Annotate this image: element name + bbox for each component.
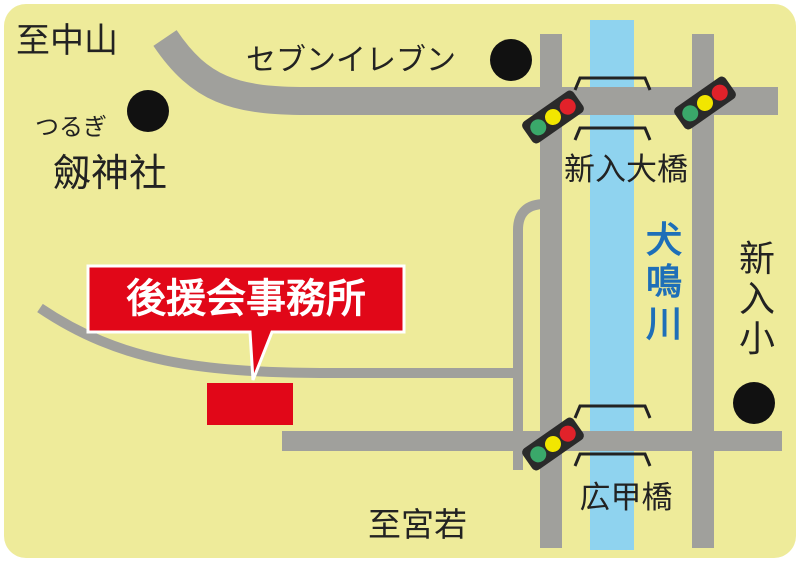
bridge-mark-icon [573,126,652,141]
label-tsurugi-reading: つるぎ [35,113,107,141]
road-west-lane [37,303,520,378]
traffic-signal-icon [522,417,584,471]
landmark-dot-icon [490,39,532,81]
bridge-marks [573,76,652,467]
label-shinniu-elementary: 新入小 [739,239,775,360]
label-to-miyawaka: 至宮若 [368,505,467,544]
road-north [153,29,778,115]
landmark-dot-icon [733,382,775,424]
label-inunaki-river: 犬鳴川 [646,220,682,345]
label-tsurugi-shrine: 劔神社 [53,151,167,195]
bridge-mark-icon [573,452,652,467]
bridge-mark-icon [573,404,652,419]
traffic-signal-icon [522,90,584,144]
office-callout [86,264,406,381]
office-marker [207,383,293,425]
traffic-signal-icon [674,76,736,130]
landmark-dot-icon [127,90,169,132]
office-label: 後援会事務所 [126,276,366,322]
road-connector [513,199,546,470]
label-to-nakayama: 至中山 [16,21,118,61]
label-seven-eleven: セブンイレブン [246,43,456,78]
label-hiroko-bridge: 広甲橋 [580,480,673,516]
label-shinniu-bridge: 新入大橋 [564,152,688,188]
bridge-mark-icon [573,76,652,91]
